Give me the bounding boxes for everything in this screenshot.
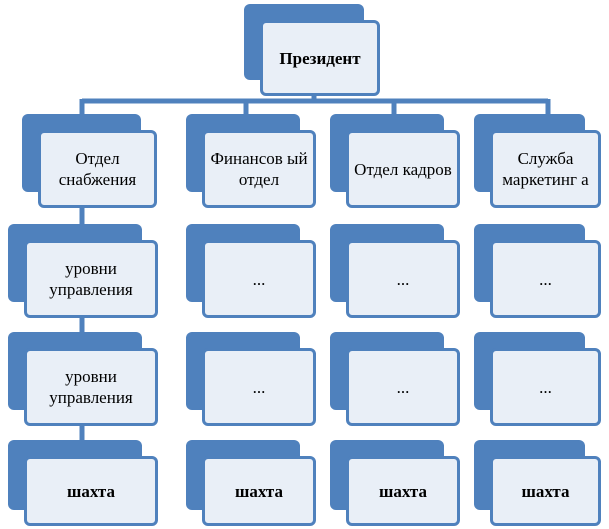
department-node-supply: Отдел снабжения <box>22 114 157 208</box>
level-node: ... <box>474 332 601 426</box>
level-node: ... <box>474 224 601 318</box>
department-node-finance: Финансов ый отдел <box>186 114 316 208</box>
level-node: ... <box>330 224 460 318</box>
president-label: Президент <box>260 20 380 96</box>
department-label: Отдел кадров <box>346 130 460 208</box>
mine-label: шахта <box>346 456 460 526</box>
level-label: ... <box>202 240 316 318</box>
level-label: ... <box>490 348 601 426</box>
mine-label: шахта <box>24 456 158 526</box>
level-label: ... <box>346 240 460 318</box>
department-label: Служба маркетинг а <box>490 130 601 208</box>
level-node: ... <box>186 332 316 426</box>
mine-label: шахта <box>490 456 601 526</box>
mine-node: шахта <box>8 440 158 526</box>
president-node: Президент <box>244 4 380 96</box>
level-node: ... <box>186 224 316 318</box>
level-label: ... <box>490 240 601 318</box>
mine-node: шахта <box>474 440 601 526</box>
department-label: Финансов ый отдел <box>202 130 316 208</box>
department-node-hr: Отдел кадров <box>330 114 460 208</box>
level-node: уровни управления <box>8 224 158 318</box>
level-label: ... <box>202 348 316 426</box>
department-node-marketing: Служба маркетинг а <box>474 114 601 208</box>
level-label: ... <box>346 348 460 426</box>
mine-node: шахта <box>186 440 316 526</box>
level-node: ... <box>330 332 460 426</box>
department-label: Отдел снабжения <box>38 130 157 208</box>
level-label: уровни управления <box>24 348 158 426</box>
level-label: уровни управления <box>24 240 158 318</box>
mine-node: шахта <box>330 440 460 526</box>
mine-label: шахта <box>202 456 316 526</box>
level-node: уровни управления <box>8 332 158 426</box>
